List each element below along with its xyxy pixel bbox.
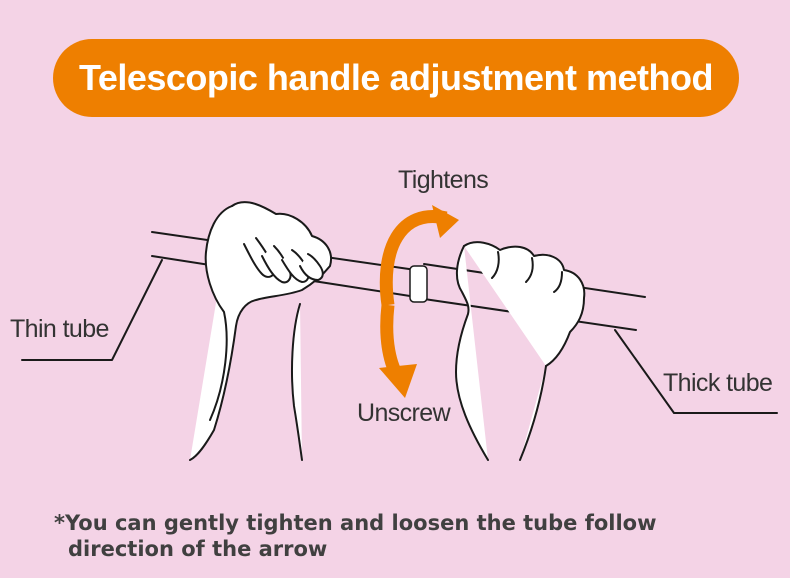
thick-tube-leader: [614, 329, 778, 414]
thin-tube-leader: [21, 259, 163, 361]
title-banner: Telescopic handle adjustment method: [53, 39, 739, 117]
tightens-label: Tightens: [398, 166, 489, 194]
note-line-1: *You can gently tighten and loosen the t…: [54, 511, 657, 535]
right-hand: [455, 241, 586, 461]
thin-tube-label: Thin tube: [10, 315, 109, 343]
left-hand: [189, 201, 332, 461]
thick-tube-label: Thick tube: [663, 369, 773, 397]
tighten-arrowhead: [432, 205, 459, 238]
unscrew-arrowhead: [379, 364, 417, 398]
unscrew-label: Unscrew: [357, 399, 451, 427]
instruction-note: *You can gently tighten and loosen the t…: [54, 510, 754, 562]
tube-collar: [409, 265, 428, 303]
note-line-2: direction of the arrow: [68, 537, 328, 561]
tighten-arrow: [379, 210, 448, 306]
page-title: Telescopic handle adjustment method: [79, 57, 713, 98]
